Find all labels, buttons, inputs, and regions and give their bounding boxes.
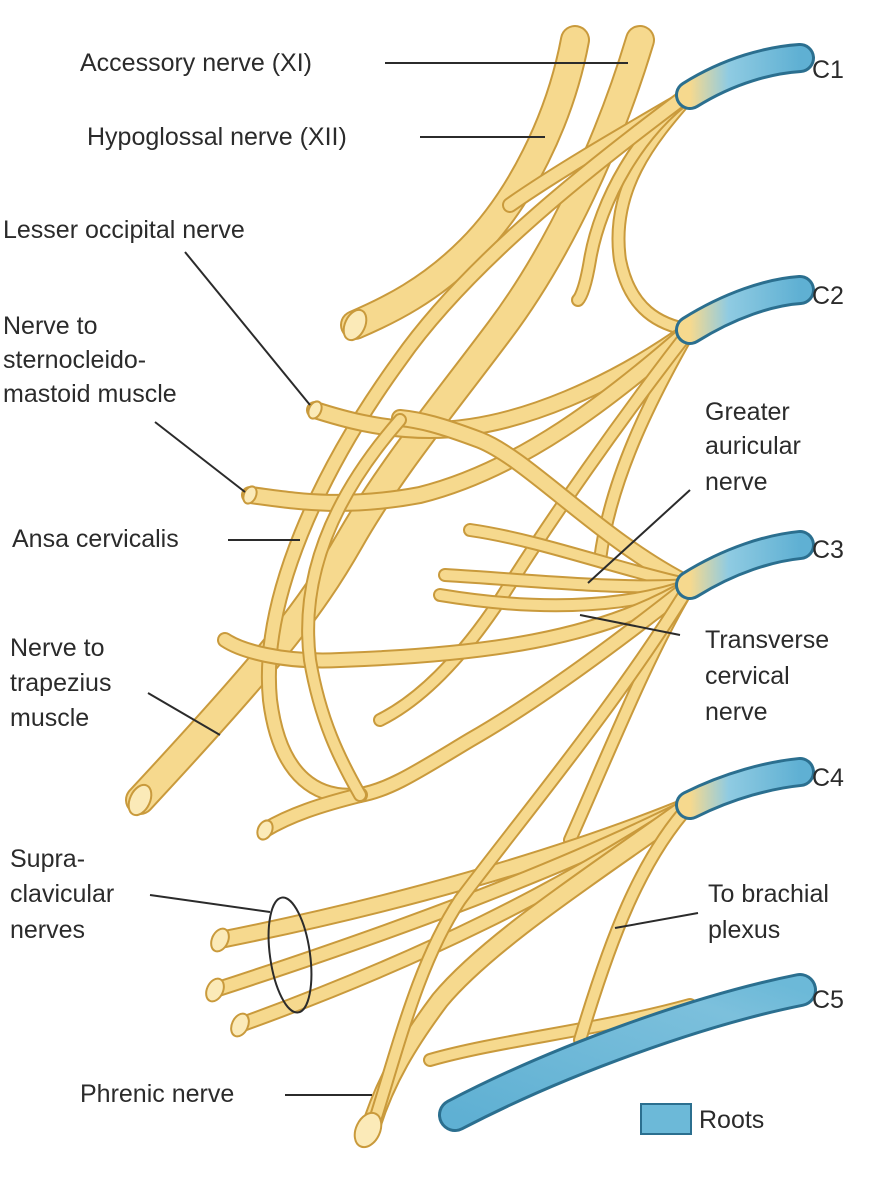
cap-trapezius xyxy=(127,783,153,817)
cap-supraclavicular-3 xyxy=(230,1012,250,1038)
label-accessory-nerve: Accessory nerve (XI) xyxy=(80,49,313,77)
root-label-c1: C1 xyxy=(812,56,844,84)
c3-to-trapezius xyxy=(217,577,698,669)
root-label-c4: C4 xyxy=(812,764,844,792)
cap-hypoglossal xyxy=(342,308,368,342)
transverse-cervical-1 xyxy=(463,523,697,592)
cap-phrenic xyxy=(353,1111,383,1149)
c3-to-ansa-inferior xyxy=(352,577,698,803)
label-phrenic-nerve: Phrenic nerve xyxy=(80,1080,235,1108)
ansa-lower-to-muscle xyxy=(257,787,368,838)
nerve-to-scm xyxy=(241,321,699,512)
label-lesser-occipital-nerve: Lesser occipital nerve xyxy=(3,216,245,244)
spinal-roots xyxy=(438,43,817,1132)
cap-supraclavicular-2 xyxy=(205,977,225,1003)
legend-roots-label: Roots xyxy=(699,1106,765,1134)
leader-lines xyxy=(147,62,699,1096)
c3-phrenic-contribution xyxy=(368,578,697,1127)
label-hypoglossal-nerve: Hypoglossal nerve (XII) xyxy=(87,123,347,151)
nerve-branches xyxy=(125,25,700,1149)
cap-supraclavicular-1 xyxy=(210,927,230,953)
hypoglossal-nerve-trunk xyxy=(340,25,590,340)
cap-ansa-lower xyxy=(256,819,274,841)
to-brachial-plexus xyxy=(573,798,697,1047)
supraclavicular-grouping-ellipse xyxy=(267,896,313,1014)
cap-lesser-occipital xyxy=(307,400,323,420)
ansa-inner-loop xyxy=(301,413,407,802)
root-label-c3: C3 xyxy=(812,536,844,564)
legend-roots-swatch xyxy=(640,1103,692,1135)
root-label-c5: C5 xyxy=(812,986,844,1014)
root-label-c2: C2 xyxy=(812,282,844,310)
c1-to-ansa-superior xyxy=(261,92,688,804)
label-ansa-cervicalis: Ansa cervicalis xyxy=(12,525,179,553)
